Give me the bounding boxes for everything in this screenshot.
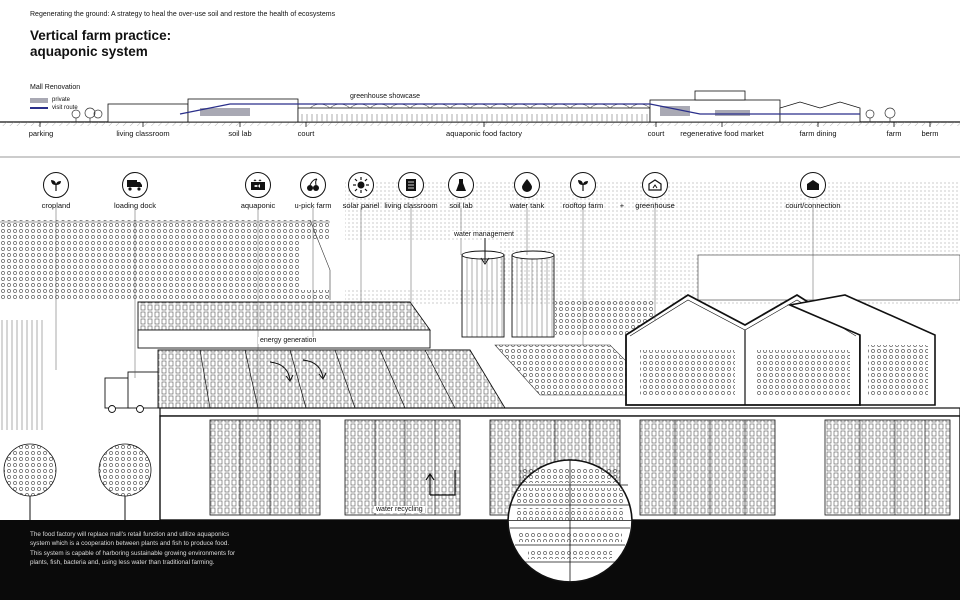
description-line-1: The food factory will replace mall's ret… [30, 531, 230, 538]
description-text: The food factory will replace mall's ret… [30, 530, 270, 568]
aquaponic-fish-tank-icon [245, 172, 271, 198]
icon-label-water-tank: water tank [509, 201, 545, 210]
page-title: Vertical farm practice: aquaponic system [30, 28, 171, 60]
u-pick-farm-cherry-icon [300, 172, 326, 198]
magnifier-detail-circle [507, 520, 633, 583]
icon-label-greenhouse: greenhouse [635, 201, 675, 210]
solar-panel-sun-icon [348, 172, 374, 198]
legend-visit-route: visit route [30, 105, 78, 111]
icon-label-living-classroom: living classroom [384, 201, 438, 210]
icon-label-u-pick-farm: u-pick farm [294, 201, 332, 210]
description-line-2: system which is a cooperation between pl… [30, 540, 230, 548]
zone-court: court [297, 129, 315, 138]
loading-dock-truck-icon [122, 172, 148, 198]
icon-label-plus: + [619, 201, 625, 210]
soil-lab-flask-icon [448, 172, 474, 198]
greenhouse-showcase-label: greenhouse showcase [350, 93, 421, 100]
zone-soil-lab: soil lab [228, 129, 252, 138]
legend-private: private [30, 97, 70, 103]
zone-parking: parking [28, 129, 54, 138]
title-line-1: Vertical farm practice: [30, 28, 172, 43]
legend-private-label: private [52, 97, 71, 103]
icon-label-soil-lab: soil lab [449, 201, 473, 210]
water-tank-water-drop-icon [514, 172, 540, 198]
cropland-sprout-icon [43, 172, 69, 198]
footer-band [0, 520, 960, 600]
icon-label-rooftop-farm: rooftop farm [562, 201, 604, 210]
zone-court-2: court [647, 129, 665, 138]
greenhouse-icon [642, 172, 668, 198]
icon-label-solar-panel: solar panel [342, 201, 380, 210]
zone-living-classroom: living classroom [116, 129, 170, 138]
zone-regenerative-food-market: regenerative food market [680, 129, 764, 138]
zone-farm: farm [886, 129, 902, 138]
icon-label-cropland: cropland [41, 201, 71, 210]
court-connection-barn-icon [800, 172, 826, 198]
mall-section-drawing [0, 90, 960, 127]
zone-farm-dining: farm dining [799, 129, 837, 138]
energy-generation-label: energy generation [258, 337, 319, 344]
title-line-2: aquaponic system [30, 44, 148, 59]
water-recycling-label: water recycling [374, 506, 425, 513]
zone-aquaponic-food-factory: aquaponic food factory [446, 129, 522, 138]
water-management-label: water management [452, 231, 516, 238]
icon-label-court-connection: court/connection [785, 201, 841, 210]
legend-visit-route-label: visit route [52, 105, 78, 111]
icon-label-aquaponic: aquaponic [240, 201, 276, 210]
perspective-section-drawing [0, 156, 960, 520]
supertitle: Regenerating the ground: A strategy to h… [30, 11, 336, 18]
legend-visit-route-swatch [30, 107, 48, 109]
rooftop-farm-sprout-icon [570, 172, 596, 198]
living-classroom-book-icon [398, 172, 424, 198]
description-line-3: This system is capable of harboring sust… [30, 549, 236, 557]
zone-berm: berm [921, 129, 939, 138]
section-label: Mall Renovation [30, 84, 81, 91]
icon-label-loading-dock: loading dock [113, 201, 157, 210]
description-line-4: plants, fish, bacteria and, using less w… [30, 559, 215, 567]
legend-private-swatch [30, 97, 48, 103]
